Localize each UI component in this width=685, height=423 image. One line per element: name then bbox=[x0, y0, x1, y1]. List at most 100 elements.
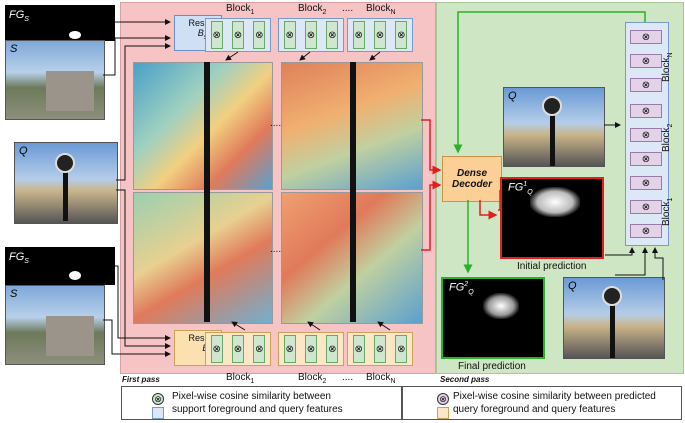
support-mask-top: FGS bbox=[5, 5, 115, 41]
arrow bbox=[615, 247, 648, 276]
mask-blob bbox=[69, 271, 81, 280]
resnet-sem-name: Resnet bbox=[188, 18, 217, 28]
legend-right-line2: query foreground and query features bbox=[453, 404, 616, 415]
heatmap-dots-bottom: .... bbox=[270, 244, 282, 255]
arrow bbox=[115, 265, 171, 341]
otimes-icon: ⊗ bbox=[630, 224, 662, 238]
legend-support: ⊗ Pixel-wise cosine similarity between s… bbox=[121, 386, 402, 420]
swatch-support bbox=[152, 407, 164, 419]
q-label-right-bottom: Q bbox=[568, 280, 577, 292]
fg-s-label-bottom: FGS bbox=[9, 251, 29, 266]
arrow bbox=[453, 11, 646, 154]
block-bottom-n: ⊗ ⊗ ⊗ bbox=[347, 332, 413, 366]
heatmap-bottom-left bbox=[133, 192, 273, 324]
otimes-icon: ⊗ bbox=[304, 335, 317, 363]
clock-post bbox=[550, 108, 555, 166]
mask-blob bbox=[69, 31, 81, 39]
otimes-icon: ⊗ bbox=[630, 152, 662, 166]
legend-left-line2: support foreground and query features bbox=[172, 404, 343, 415]
arrow bbox=[377, 321, 391, 331]
heatmap-dots-top: .... bbox=[270, 118, 282, 129]
green-arrows bbox=[453, 11, 646, 274]
otimes-icon: ⊗ bbox=[283, 335, 296, 363]
final-prediction-caption: Final prediction bbox=[458, 361, 526, 372]
block-top-2: ⊗ ⊗ ⊗ bbox=[278, 18, 344, 52]
block-bottom-2: ⊗ ⊗ ⊗ bbox=[278, 332, 344, 366]
church-shape bbox=[46, 71, 94, 111]
church-shape bbox=[46, 316, 94, 356]
otimes-icon: ⊗ bbox=[630, 200, 662, 214]
clock-face bbox=[602, 286, 622, 306]
otimes-icon: ⊗ bbox=[630, 78, 662, 92]
otimes-icon: ⊗ bbox=[253, 335, 266, 363]
block-vertical-n: ⊗ ⊗ ⊗ bbox=[630, 30, 662, 92]
block-bottom-dots: .... bbox=[342, 372, 354, 383]
block-vertical-2: ⊗ ⊗ ⊗ bbox=[630, 104, 662, 166]
final-prediction: FG2Q bbox=[441, 277, 545, 359]
arrow bbox=[116, 43, 171, 181]
fg-q-1-label: FG1Q bbox=[508, 181, 533, 196]
otimes-icon: ⊗ bbox=[630, 176, 662, 190]
support-image-bottom: S bbox=[5, 285, 105, 365]
legend-left-line1: Pixel-wise cosine similarity between bbox=[172, 391, 331, 402]
block-top-2-label: Block2 bbox=[298, 3, 327, 16]
block-bottom-2-label: Block2 bbox=[298, 372, 327, 385]
otimes-icon: ⊗ bbox=[304, 21, 317, 49]
pred-blob bbox=[530, 187, 580, 217]
clock-face bbox=[55, 153, 75, 173]
block-top-1: ⊗ ⊗ ⊗ bbox=[205, 18, 271, 52]
block-top-1-label: Block1 bbox=[226, 3, 255, 16]
black-arrows bbox=[103, 19, 664, 357]
otimes-icon: ⊗ bbox=[210, 335, 223, 363]
clock-face bbox=[542, 96, 562, 116]
otimes-icon: ⊗ bbox=[152, 393, 164, 405]
otimes-icon: ⊗ bbox=[437, 393, 449, 405]
arrow bbox=[369, 51, 381, 61]
otimes-icon: ⊗ bbox=[352, 335, 365, 363]
query-image-left: Q bbox=[14, 142, 118, 224]
arrow bbox=[605, 247, 635, 256]
arrow bbox=[103, 35, 171, 76]
fg-q-2-label: FG2Q bbox=[449, 281, 474, 296]
arrow bbox=[225, 51, 239, 61]
otimes-icon: ⊗ bbox=[373, 21, 386, 49]
second-pass-label: Second pass bbox=[440, 375, 490, 384]
arrow bbox=[479, 200, 498, 220]
clock-post bbox=[610, 298, 615, 358]
legend-query: ⊗ Pixel-wise cosine similarity between p… bbox=[402, 386, 682, 420]
initial-prediction: FG1Q bbox=[500, 177, 604, 259]
otimes-icon: ⊗ bbox=[630, 30, 662, 44]
block-top-n-label: BlockN bbox=[366, 3, 396, 16]
arrow bbox=[103, 319, 171, 357]
arrow bbox=[231, 321, 246, 331]
otimes-icon: ⊗ bbox=[395, 21, 408, 49]
clock-post-overlay bbox=[350, 62, 356, 322]
otimes-icon: ⊗ bbox=[630, 54, 662, 68]
q-label-right-top: Q bbox=[508, 90, 517, 102]
heatmap-top-left bbox=[133, 62, 273, 190]
otimes-icon: ⊗ bbox=[253, 21, 266, 49]
block-bottom-1: ⊗ ⊗ ⊗ bbox=[205, 332, 271, 366]
otimes-icon: ⊗ bbox=[326, 335, 339, 363]
legend-right-line1: Pixel-wise cosine similarity between pre… bbox=[453, 391, 656, 402]
fg-s-label-top: FGS bbox=[9, 9, 29, 24]
q-label-left: Q bbox=[19, 145, 28, 157]
query-image-right-bottom: Q bbox=[563, 277, 665, 359]
clock-post-overlay bbox=[204, 62, 210, 322]
otimes-icon: ⊗ bbox=[630, 128, 662, 142]
pred-blob bbox=[483, 293, 519, 319]
block-bottom-1-label: Block1 bbox=[226, 372, 255, 385]
otimes-icon: ⊗ bbox=[352, 21, 365, 49]
block-bottom-n-label: BlockN bbox=[366, 372, 396, 385]
query-image-right-top: Q bbox=[503, 87, 605, 167]
clock-post bbox=[63, 163, 68, 221]
otimes-icon: ⊗ bbox=[231, 335, 244, 363]
initial-prediction-caption: Initial prediction bbox=[517, 261, 587, 272]
arrow bbox=[421, 180, 442, 251]
first-pass-label: First pass bbox=[122, 375, 160, 384]
decoder-line2: Decoder bbox=[451, 179, 492, 190]
otimes-icon: ⊗ bbox=[210, 21, 223, 49]
otimes-icon: ⊗ bbox=[373, 335, 386, 363]
